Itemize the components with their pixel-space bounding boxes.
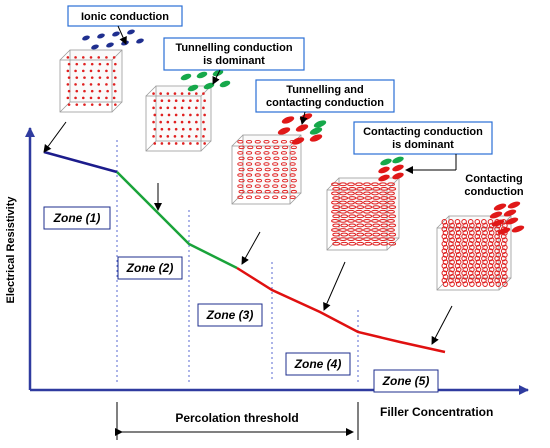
svg-text:Zone (1): Zone (1) — [53, 211, 101, 225]
zone-5-box: Zone (5) — [373, 369, 439, 393]
pointer-arrow-zone3 — [241, 231, 261, 265]
ellipses-tunnelling-contacting — [277, 113, 323, 145]
callout-contacting: Contacting conduction — [464, 173, 524, 198]
cube-zone1 — [59, 49, 123, 113]
callout-tunnelling-contacting: Tunnelling and contacting conduction — [255, 79, 395, 113]
cube-zone3 — [231, 134, 302, 205]
cube-zone5 — [436, 215, 512, 291]
curve-zone2 — [116, 171, 238, 270]
svg-text:Zone (3): Zone (3) — [206, 308, 254, 322]
ellipses-tunnelling — [180, 69, 231, 92]
svg-text:Contacting conduction: Contacting conduction — [363, 126, 483, 138]
callout-tunnelling-dominant: Tunnelling conduction is dominant — [163, 37, 305, 71]
pointer-arrow-zone4 — [323, 261, 346, 311]
callout-tunnelling-contacting-arrow — [299, 111, 308, 125]
x-axis-label: Filler Concentration — [380, 405, 493, 419]
ellipses-ionic — [82, 29, 144, 50]
svg-text:Zone (4): Zone (4) — [294, 357, 342, 371]
svg-text:Tunnelling and: Tunnelling and — [286, 84, 363, 96]
zone-3-box: Zone (3) — [197, 303, 263, 327]
callout-tunnelling-dominant-arrow — [212, 69, 221, 85]
cube-zone2 — [145, 85, 212, 152]
ellipses-tunnelling-contacting-green — [309, 120, 327, 135]
y-axis-label: Electrical Resistivity — [5, 196, 17, 304]
curve-zone345 — [236, 266, 446, 354]
pointer-arrow-zone5 — [431, 305, 453, 345]
svg-text:is dominant: is dominant — [203, 55, 265, 67]
svg-text:Zone (5): Zone (5) — [382, 374, 430, 388]
callout-ionic-arrow — [117, 25, 127, 45]
ellipses-contacting — [489, 201, 525, 235]
svg-text:contacting conduction: contacting conduction — [266, 97, 384, 109]
svg-text:Ionic conduction: Ionic conduction — [81, 11, 169, 23]
ellipses-contacting-dominant-green — [380, 156, 404, 166]
callout-contacting-dominant: Contacting conduction is dominant — [353, 121, 493, 155]
svg-text:Zone (2): Zone (2) — [126, 261, 174, 275]
ellipses-layer — [82, 29, 525, 235]
cube-zone4 — [326, 177, 400, 251]
zone-1-box: Zone (1) — [43, 206, 111, 230]
callout-ionic: Ionic conduction — [67, 5, 183, 27]
svg-text:Contacting: Contacting — [465, 173, 522, 185]
svg-text:is dominant: is dominant — [392, 139, 454, 151]
pointer-arrow-zone1 — [43, 121, 67, 153]
curve-zone1 — [43, 150, 118, 174]
zone-2-box: Zone (2) — [117, 256, 183, 280]
svg-text:Tunnelling conduction: Tunnelling conduction — [175, 42, 292, 54]
percolation-label: Percolation threshold — [175, 411, 298, 425]
svg-text:conduction: conduction — [464, 186, 524, 198]
cubes-layer — [59, 49, 512, 291]
ellipses-contacting-dominant-red — [378, 164, 404, 182]
zone-4-box: Zone (4) — [285, 352, 351, 376]
